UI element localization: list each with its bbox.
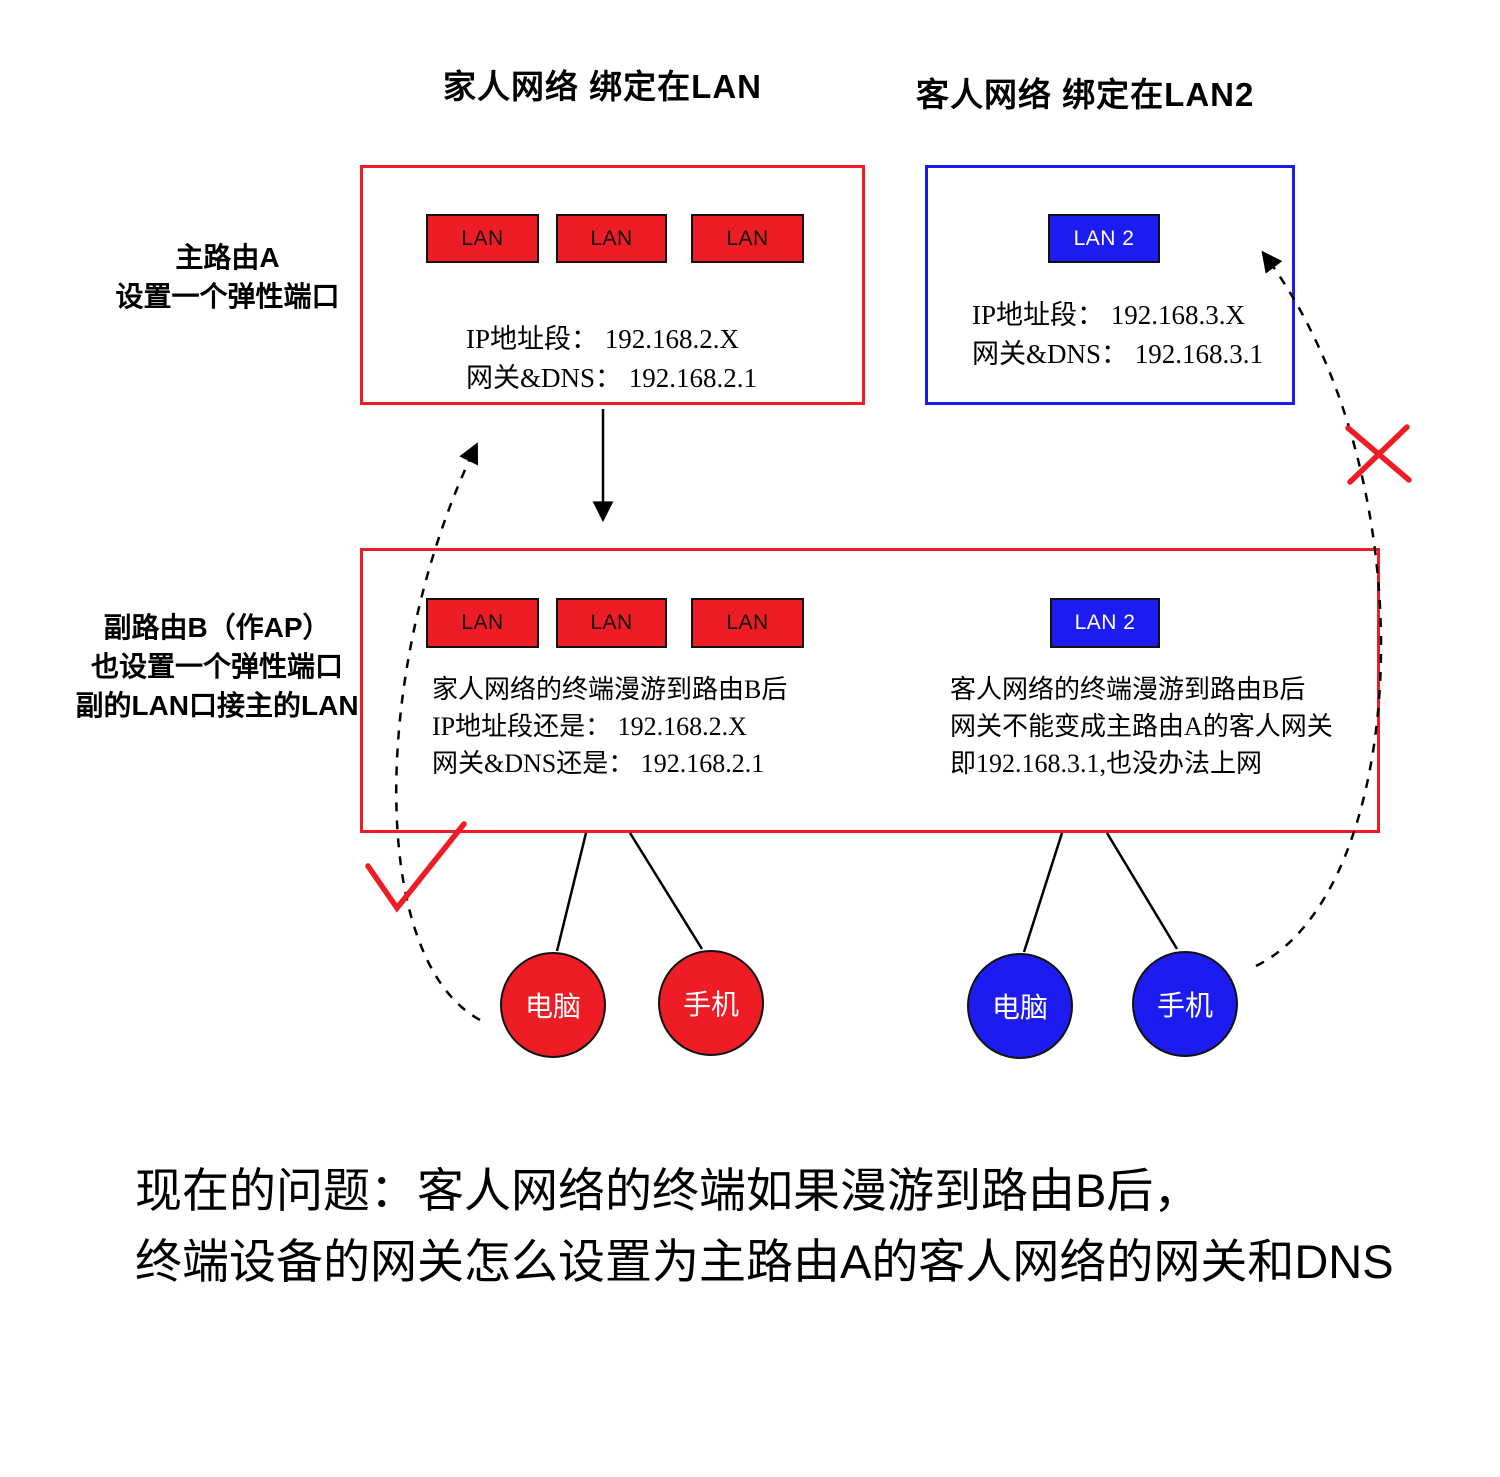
problem-text: 现在的问题：客人网络的终端如果漫游到路由B后， 终端设备的网关怎么设置为主路由A… xyxy=(135,1156,1394,1297)
router-b-label: 副路由B（作AP） 也设置一个弹性端口 副的LAN口接主的LAN xyxy=(62,608,372,726)
router-a-lan-port-3: LAN xyxy=(691,214,804,263)
router-b-label-line1: 副路由B（作AP） xyxy=(103,612,331,643)
connection-line-family-phone xyxy=(628,832,704,950)
router-a-box xyxy=(360,165,865,405)
family-pc-device: 电脑 xyxy=(500,952,606,1058)
router-a-lan-port-1: LAN xyxy=(426,214,539,263)
guest-ip-text: IP地址段： 192.168.3.X xyxy=(972,300,1246,330)
router-a-label-line1: 主路由A xyxy=(175,242,280,273)
family-network-header: 家人网络 绑定在LAN xyxy=(443,68,762,105)
guest-roaming-note: 客人网络的终端漫游到路由B后 网关不能变成主路由A的客人网关 即192.168.… xyxy=(950,672,1333,783)
family-roaming-note: 家人网络的终端漫游到路由B后 IP地址段还是： 192.168.2.X 网关&D… xyxy=(432,672,787,783)
router-a-label-line2: 设置一个弹性端口 xyxy=(115,281,340,313)
guest-roaming-note-line1: 客人网络的终端漫游到路由B后 xyxy=(950,675,1306,704)
guest-network-header: 客人网络 绑定在LAN2 xyxy=(916,76,1255,113)
guest-ip-info: IP地址段： 192.168.3.X 网关&DNS： 192.168.3.1 xyxy=(972,296,1263,374)
family-roaming-note-line3: 网关&DNS还是： 192.168.2.1 xyxy=(432,748,765,778)
router-b-lan-port-3: LAN xyxy=(691,598,804,648)
guest-pc-device: 电脑 xyxy=(967,953,1073,1059)
guest-roaming-note-line3: 即192.168.3.1,也没办法上网 xyxy=(950,748,1263,778)
problem-text-line1: 现在的问题：客人网络的终端如果漫游到路由B后， xyxy=(135,1164,1201,1217)
guest-gateway-text: 网关&DNS： 192.168.3.1 xyxy=(972,339,1264,370)
guest-phone-device: 手机 xyxy=(1132,951,1238,1057)
problem-text-line2: 终端设备的网关怎么设置为主路由A的客人网络的网关和DNS xyxy=(135,1234,1394,1288)
x-mark-icon xyxy=(1345,424,1412,485)
router-b-lan-port-2: LAN xyxy=(556,598,667,648)
router-a-label: 主路由A 设置一个弹性端口 xyxy=(95,238,360,316)
router-b-lan2-port: LAN 2 xyxy=(1050,598,1160,648)
router-a-gateway-text: 网关&DNS： 192.168.2.1 xyxy=(466,363,758,394)
check-mark-icon xyxy=(365,821,467,913)
guest-roaming-note-line2: 网关不能变成主路由A的客人网关 xyxy=(950,711,1333,741)
family-phone-device: 手机 xyxy=(658,950,764,1056)
family-roaming-note-line2: IP地址段还是： 192.168.2.X xyxy=(432,711,747,741)
router-a-lan-port-2: LAN xyxy=(556,214,667,263)
router-b-lan-port-1: LAN xyxy=(426,598,539,648)
guest-lan2-port: LAN 2 xyxy=(1048,214,1160,263)
router-a-ip-info: IP地址段： 192.168.2.X 网关&DNS： 192.168.2.1 xyxy=(466,320,757,398)
router-a-ip-text: IP地址段： 192.168.2.X xyxy=(466,324,740,354)
connection-line-family-pc xyxy=(555,832,588,952)
connection-line-guest-pc xyxy=(1022,832,1064,953)
router-b-label-line3: 副的LAN口接主的LAN xyxy=(75,690,359,722)
family-roaming-note-line1: 家人网络的终端漫游到路由B后 xyxy=(432,675,788,704)
connection-line-guest-phone xyxy=(1105,832,1179,950)
router-b-label-line2: 也设置一个弹性端口 xyxy=(90,651,343,683)
